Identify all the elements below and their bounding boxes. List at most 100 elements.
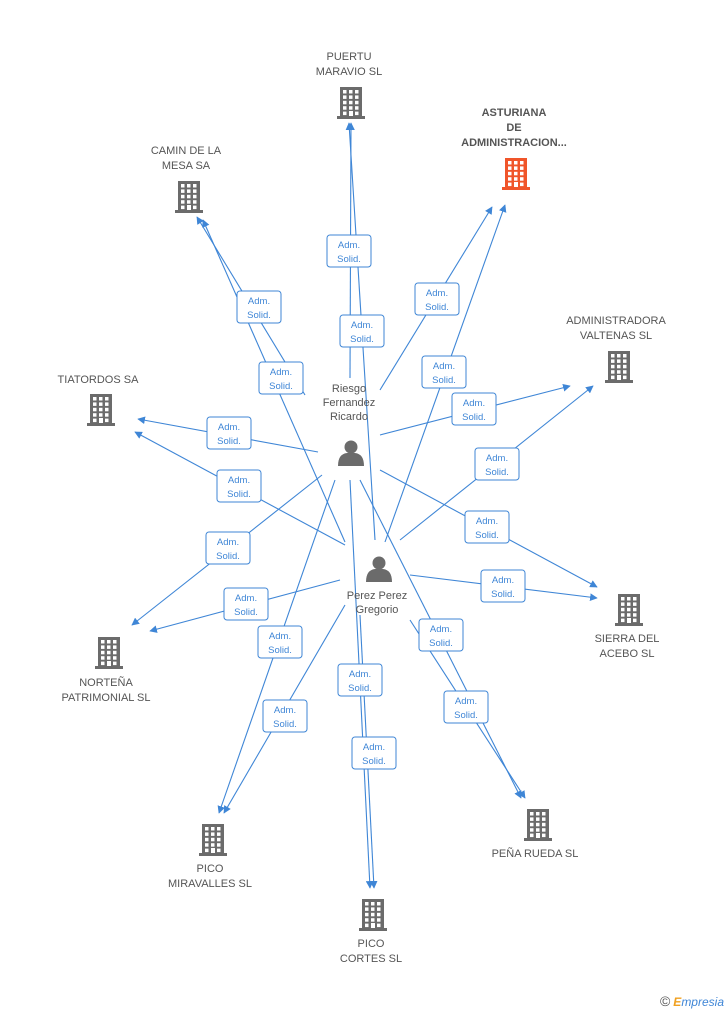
relation-badge-label: Adm. [228, 475, 250, 486]
building-window [377, 902, 381, 906]
company-sierra-building-icon[interactable] [615, 594, 643, 626]
person-head [372, 556, 386, 570]
building-window [113, 661, 117, 666]
relation-badge-riesgo-tiatordos[interactable]: Adm.Solid. [206, 416, 252, 450]
relation-badge-box [337, 663, 383, 697]
building-base [337, 116, 365, 119]
relation-badge-box [480, 569, 526, 603]
relation-badge-box [236, 290, 282, 324]
company-asturiana-building-icon[interactable] [502, 158, 530, 190]
building-window [508, 182, 512, 187]
building-window [633, 597, 637, 601]
building-window [349, 106, 353, 110]
relation-badge-perez-tiatordos[interactable]: Adm. Solid. [216, 469, 262, 503]
building-window [377, 918, 381, 922]
company-cortes-building-icon[interactable] [359, 899, 387, 931]
building-window [536, 822, 540, 827]
building-window [621, 613, 625, 617]
building-window [633, 607, 637, 612]
person-riesgo-icon[interactable] [338, 440, 364, 467]
building-window [542, 833, 546, 838]
person-perez-icon[interactable] [366, 556, 392, 583]
building-window [542, 812, 546, 816]
relation-badge-label: Adm. [218, 422, 240, 433]
company-tiatordos-building-icon[interactable] [87, 394, 115, 426]
relation-badge-riesgo-asturiana[interactable]: Adm.Solid. [414, 282, 460, 316]
building-window [105, 418, 109, 423]
company-asturiana-label-line: ADMINISTRACION... [461, 137, 567, 149]
person-perez-label-line: Gregorio [356, 604, 399, 616]
building-window [623, 370, 627, 374]
company-miravalles-building-icon[interactable] [199, 824, 227, 856]
building-window [536, 812, 540, 816]
relation-badge-label: Solid. [485, 467, 509, 478]
relation-badge-riesgo-puertu[interactable]: Adm.Solid. [326, 234, 372, 268]
building-window [211, 837, 215, 842]
relation-badge-riesgo-miravalles[interactable]: Adm.Solid. [257, 625, 303, 659]
relation-badge-perez-cortes[interactable]: Adm.Solid. [351, 736, 397, 770]
relation-badge-perez-miravalles[interactable]: Adm.Solid. [262, 699, 308, 733]
building-window [520, 166, 524, 170]
building-base [605, 380, 633, 383]
company-puertu-building-icon[interactable] [337, 87, 365, 119]
building-window [514, 161, 518, 165]
company-nortena-building-icon[interactable] [95, 637, 123, 669]
building-window [217, 827, 221, 831]
relation-badge-perez-nortena[interactable]: Adm.Solid. [223, 587, 269, 621]
company-administradora-building-icon[interactable] [605, 351, 633, 383]
building-window [93, 418, 97, 423]
relation-badge-box [339, 314, 385, 348]
building-door [617, 375, 621, 380]
relation-badge-label: Adm. [351, 320, 373, 331]
relation-badge-box [262, 699, 308, 733]
building-window [365, 912, 369, 917]
relation-badge-riesgo-administradora[interactable]: Adm.Solid. [451, 392, 497, 426]
company-tiatordos-label-line: TIATORDOS SA [58, 374, 140, 386]
building-window [371, 902, 375, 906]
brand-name: mpresia [681, 995, 724, 1009]
relation-badge-perez-asturiana[interactable]: Adm.Solid. [421, 355, 467, 389]
building-window [530, 828, 534, 832]
company-pena-label: PEÑA RUEDA SL [492, 847, 579, 860]
relation-badge-box [216, 469, 262, 503]
building-window [113, 650, 117, 655]
relation-badge-label: Adm. [248, 296, 270, 307]
relation-badge-perez-pena[interactable]: Adm.Solid. [443, 690, 489, 724]
company-camin-building-icon[interactable] [175, 181, 203, 213]
relation-badge-box [421, 355, 467, 389]
building-window [371, 907, 375, 911]
building-base [359, 928, 387, 931]
relation-badge-perez-sierra[interactable]: Adm.Solid. [480, 569, 526, 603]
building-window [343, 111, 347, 116]
relation-badge-box [326, 234, 372, 268]
building-window [627, 597, 631, 601]
building-window [343, 90, 347, 94]
relation-badge-perez-puertu[interactable]: Adm.Solid. [339, 314, 385, 348]
building-window [623, 375, 627, 380]
relation-badge-riesgo-camin[interactable]: Adm.Solid. [236, 290, 282, 324]
building-window [105, 402, 109, 406]
company-sierra-label-line: SIERRA DEL [595, 633, 660, 645]
building-window [377, 923, 381, 928]
relation-badge-label: Solid. [227, 489, 251, 500]
brand-watermark: ©Empresia [660, 993, 724, 1009]
relation-badge-perez-camin[interactable]: Adm.Solid. [258, 361, 304, 395]
building-window [611, 370, 615, 374]
building-window [101, 650, 105, 655]
relation-badge-riesgo-nortena[interactable]: Adm.Solid. [205, 531, 251, 565]
relation-badge-riesgo-cortes[interactable]: Adm.Solid. [337, 663, 383, 697]
relation-badge-riesgo-pena[interactable]: Adm.Solid. [418, 618, 464, 652]
building-window [205, 837, 209, 842]
building-window [365, 902, 369, 906]
building-window [377, 912, 381, 917]
relation-badge-perez-administradora[interactable]: Adm.Solid. [474, 447, 520, 481]
relation-badge-riesgo-sierra[interactable]: Adm.Solid. [464, 510, 510, 544]
building-window [99, 397, 103, 401]
company-pena-building-icon[interactable] [524, 809, 552, 841]
company-puertu-label-line: MARAVIO SL [316, 66, 382, 78]
